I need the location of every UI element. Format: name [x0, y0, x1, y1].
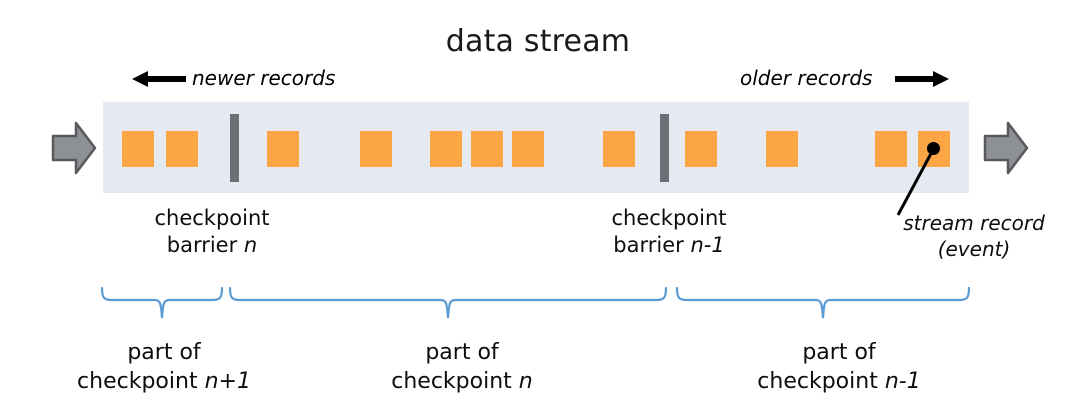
part-of-checkpoint-n-plus-1-caption: part of checkpoint n+1 [38, 338, 290, 396]
part-of-checkpoint-n-caption: part of checkpoint n [332, 338, 592, 396]
block-arrow-right-icon-inflow [51, 121, 97, 175]
barrier-n-caption-line2: barrier n [110, 232, 314, 259]
stream-record-sublabel: (event) [937, 237, 1011, 261]
stream-record [471, 131, 503, 167]
stream-record-label: stream record [903, 211, 1045, 235]
arrow-right-icon [895, 71, 949, 87]
checkpoint-barrier-n-caption: checkpoint barrier n [110, 205, 314, 259]
stream-record [875, 131, 907, 167]
stream-record [360, 131, 392, 167]
stream-record-caption: stream record (event) [872, 210, 1076, 262]
callout-dot [927, 142, 940, 155]
part-n-line1: part of [425, 340, 499, 365]
part-nm1-prefix: checkpoint [757, 369, 885, 395]
part-nm1-line2: checkpoint n-1 [694, 367, 984, 396]
part-np1-line2: checkpoint n+1 [38, 367, 290, 396]
part-nm1-index: n-1 [884, 369, 921, 395]
part-n-index: n [518, 369, 533, 395]
barrier-n-caption-prefix: barrier [166, 232, 244, 257]
part-nm1-line1: part of [802, 340, 876, 365]
part-np1-index: n+1 [204, 369, 251, 395]
brace-checkpoint-n-plus-1 [100, 286, 224, 319]
barrier-n-caption-index: n [243, 232, 258, 257]
stream-record [166, 131, 198, 167]
stream-record [512, 131, 544, 167]
barrier-n1-caption-line1: checkpoint [611, 206, 727, 230]
barrier-n1-caption-line2: barrier n-1 [567, 232, 771, 259]
brace-checkpoint-n-minus-1 [675, 286, 971, 319]
stream-record [430, 131, 462, 167]
barrier-n1-caption-prefix: barrier [613, 232, 691, 257]
brace-checkpoint-n [228, 286, 668, 319]
checkpoint-barrier-n-minus-1 [660, 114, 669, 182]
stream-record [766, 131, 798, 167]
checkpoint-barrier-n [230, 114, 239, 182]
stream-record [685, 131, 717, 167]
stream-record [603, 131, 635, 167]
part-n-prefix: checkpoint [391, 369, 519, 395]
callout-leader-line [896, 147, 936, 216]
stream-record [267, 131, 299, 167]
block-arrow-right-icon-outflow [983, 121, 1029, 175]
barrier-n-caption-line1: checkpoint [154, 206, 270, 230]
part-n-line2: checkpoint n [332, 367, 592, 396]
arrow-left-icon [132, 71, 186, 87]
newer-records-label: newer records [192, 66, 336, 90]
checkpoint-barrier-n-minus-1-caption: checkpoint barrier n-1 [567, 205, 771, 259]
barrier-n1-caption-index: n-1 [690, 232, 725, 257]
part-np1-line1: part of [127, 340, 201, 365]
page-title: data stream [445, 24, 631, 59]
older-records-label: older records [740, 66, 873, 90]
part-np1-prefix: checkpoint [77, 369, 205, 395]
stream-record [122, 131, 154, 167]
part-of-checkpoint-n-minus-1-caption: part of checkpoint n-1 [694, 338, 984, 396]
